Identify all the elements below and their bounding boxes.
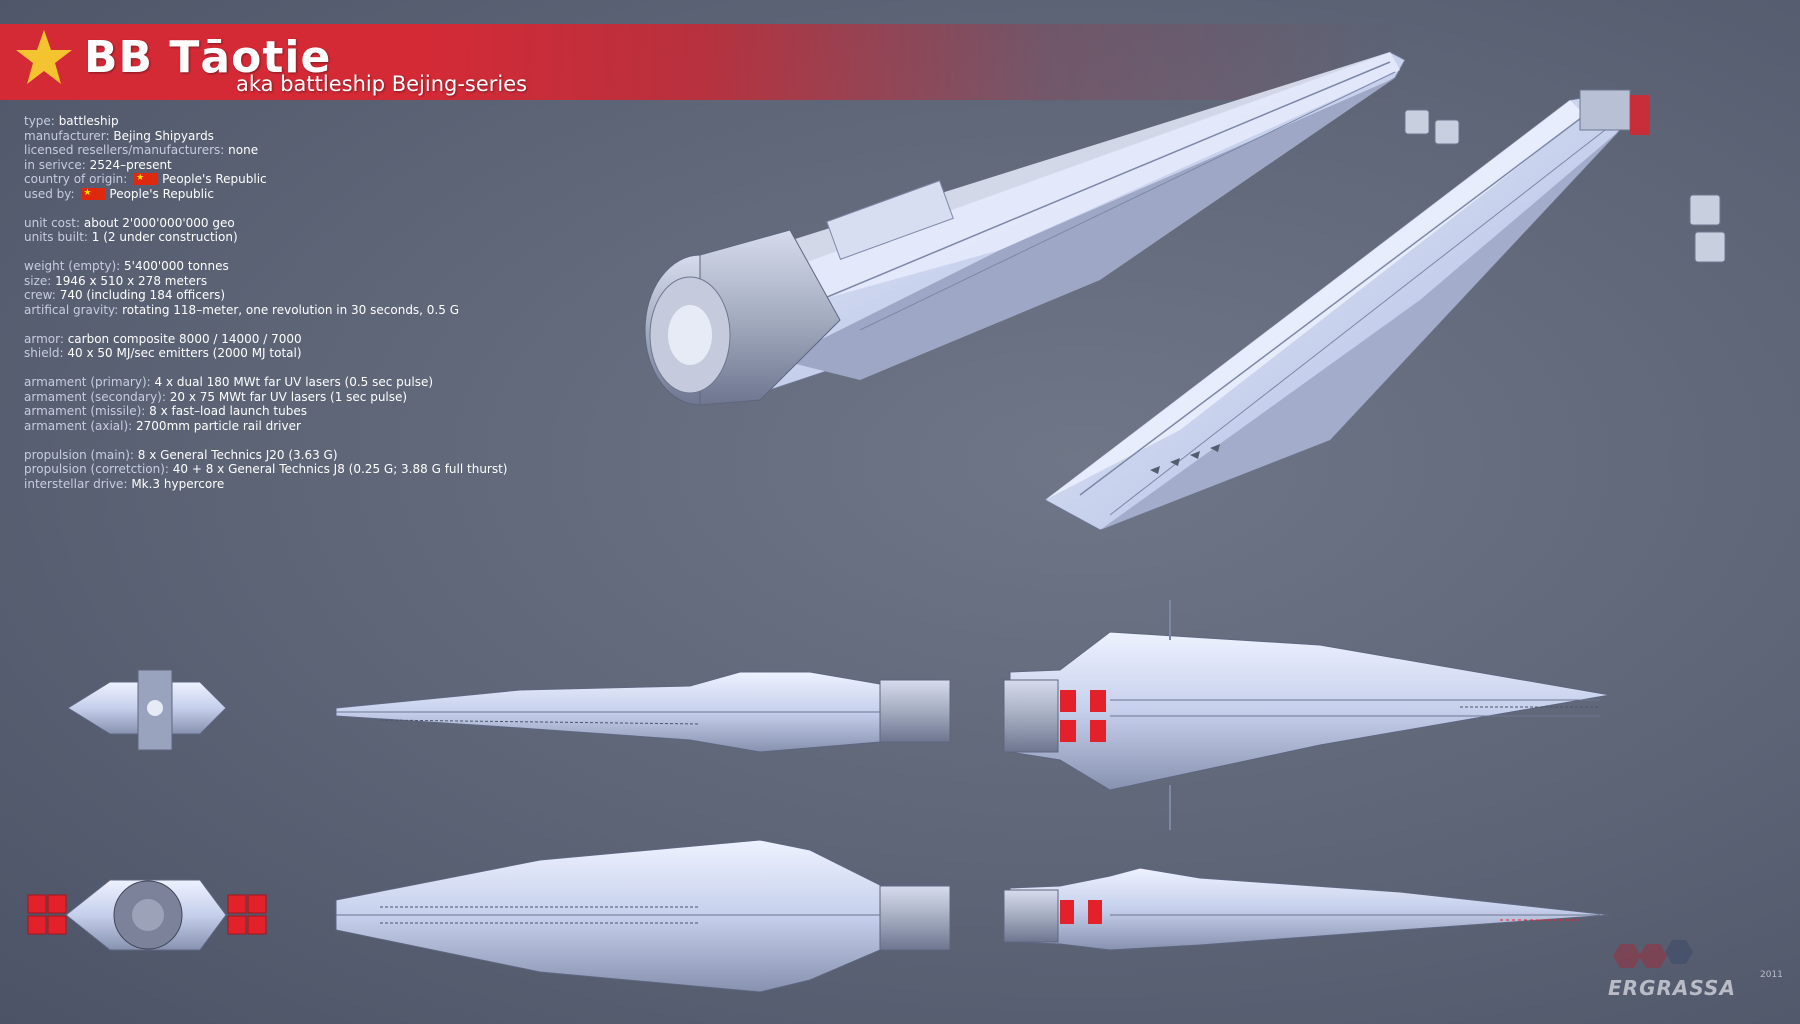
spec-value: People's Republic bbox=[162, 172, 267, 186]
spec-key: unit cost: bbox=[24, 215, 81, 230]
spec-key: armament (axial): bbox=[24, 418, 133, 433]
ship-rear-view bbox=[27, 879, 267, 951]
spec-value: 1946 x 510 x 278 meters bbox=[55, 273, 208, 288]
spec-row: artifical gravity: rotating 118–meter, o… bbox=[24, 303, 664, 318]
spec-key: armament (secondary): bbox=[24, 389, 166, 404]
spec-row: shield: 40 x 50 MJ/sec emitters (2000 MJ… bbox=[24, 346, 664, 361]
spec-value: carbon composite 8000 / 14000 / 7000 bbox=[67, 331, 302, 346]
spec-value: 40 + 8 x General Technics J8 (0.25 G; 3.… bbox=[172, 462, 508, 476]
spec-key: armor: bbox=[24, 331, 64, 346]
spec-value: battleship bbox=[58, 114, 119, 128]
ship-front-view bbox=[67, 669, 227, 751]
ship-side-view-2 bbox=[1003, 867, 1611, 951]
spec-key: shield: bbox=[24, 346, 64, 360]
spec-key: artifical gravity: bbox=[24, 302, 119, 317]
ship-perspective-top bbox=[1044, 89, 1726, 531]
ship-top-view bbox=[1003, 600, 1611, 830]
spec-row: crew: 740 (including 184 officers) bbox=[24, 288, 664, 303]
spec-row: interstellar drive: Mk.3 hypercore bbox=[24, 477, 664, 492]
ship-side-view bbox=[335, 671, 951, 753]
spec-value: about 2'000'000'000 geo bbox=[83, 215, 235, 230]
spec-row: units built: 1 (2 under construction) bbox=[24, 230, 664, 245]
spec-key: in serivce: bbox=[24, 157, 86, 172]
spec-row: used by: People's Republic bbox=[24, 186, 664, 202]
logo-year: 2011 bbox=[1760, 970, 1783, 980]
spec-row: armament (axial): 2700mm particle rail d… bbox=[24, 419, 664, 434]
page-subtitle: aka battleship Bejing-series bbox=[236, 72, 528, 96]
spec-value: 8 x fast–load launch tubes bbox=[149, 404, 307, 418]
spec-row: armor: carbon composite 8000 / 14000 / 7… bbox=[24, 332, 664, 347]
spec-value: 40 x 50 MJ/sec emitters (2000 MJ total) bbox=[67, 346, 302, 360]
spec-row: licensed resellers/manufacturers: none bbox=[24, 143, 664, 158]
logo-text: ERGRASSA bbox=[1608, 976, 1736, 1000]
spec-row: armament (secondary): 20 x 75 MWt far UV… bbox=[24, 390, 664, 405]
spec-row: weight (empty): 5'400'000 tonnes bbox=[24, 259, 664, 274]
spec-value: 740 (including 184 officers) bbox=[59, 288, 226, 302]
china-flag-icon bbox=[134, 171, 159, 186]
spec-key: country of origin: bbox=[24, 172, 128, 186]
spec-value: People's Republic bbox=[109, 186, 214, 201]
page-title: BB Tāotie bbox=[84, 32, 332, 83]
star-icon bbox=[16, 30, 72, 84]
spec-key: size: bbox=[24, 273, 52, 288]
title-banner bbox=[0, 24, 1400, 100]
spec-row: armament (missile): 8 x fast–load launch… bbox=[24, 404, 664, 419]
ship-perspective-side bbox=[644, 51, 1406, 406]
spec-key: crew: bbox=[24, 288, 56, 302]
spec-value: 8 x General Technics J20 (3.63 G) bbox=[137, 447, 338, 462]
spec-value: 20 x 75 MWt far UV lasers (1 sec pulse) bbox=[169, 389, 408, 404]
spec-key: licensed resellers/manufacturers: bbox=[24, 143, 225, 157]
spec-row: size: 1946 x 510 x 278 meters bbox=[24, 274, 664, 289]
spec-key: weight (empty): bbox=[24, 259, 121, 273]
studio-logo: ERGRASSA 2011 bbox=[1600, 940, 1783, 1000]
spec-value: rotating 118–meter, one revolution in 30… bbox=[122, 302, 460, 317]
spec-row: country of origin: People's Republic bbox=[24, 171, 664, 187]
spec-key: units built: bbox=[24, 230, 88, 244]
spec-value: Mk.3 hypercore bbox=[131, 476, 225, 491]
spec-key: armament (primary): bbox=[24, 375, 151, 389]
spec-key: propulsion (main): bbox=[24, 447, 134, 462]
spec-key: propulsion (corretction): bbox=[24, 462, 169, 476]
hexagon-logo-icon bbox=[1613, 940, 1693, 968]
spec-key: manufacturer: bbox=[24, 128, 110, 143]
spec-key: used by: bbox=[24, 186, 75, 201]
spec-row: propulsion (corretction): 40 + 8 x Gener… bbox=[24, 462, 664, 477]
spec-value: 2700mm particle rail driver bbox=[136, 418, 301, 433]
spec-key: interstellar drive: bbox=[24, 476, 128, 491]
spec-row: propulsion (main): 8 x General Technics … bbox=[24, 448, 664, 463]
spec-row: type: battleship bbox=[24, 114, 664, 129]
spec-value: 2524–present bbox=[89, 157, 172, 172]
spec-value: none bbox=[228, 143, 259, 157]
spec-value: 5'400'000 tonnes bbox=[124, 259, 229, 273]
spec-row: in serivce: 2524–present bbox=[24, 158, 664, 173]
spec-row: armament (primary): 4 x dual 180 MWt far… bbox=[24, 375, 664, 390]
spec-value: Bejing Shipyards bbox=[113, 128, 214, 143]
spec-key: type: bbox=[24, 114, 55, 128]
ship-bottom-view bbox=[335, 839, 951, 993]
china-flag-icon bbox=[81, 186, 106, 200]
spec-value: 1 (2 under construction) bbox=[91, 230, 238, 244]
spec-row: manufacturer: Bejing Shipyards bbox=[24, 129, 664, 144]
spec-row: unit cost: about 2'000'000'000 geo bbox=[24, 216, 664, 231]
spec-key: armament (missile): bbox=[24, 404, 146, 418]
spec-value: 4 x dual 180 MWt far UV lasers (0.5 sec … bbox=[154, 375, 434, 389]
